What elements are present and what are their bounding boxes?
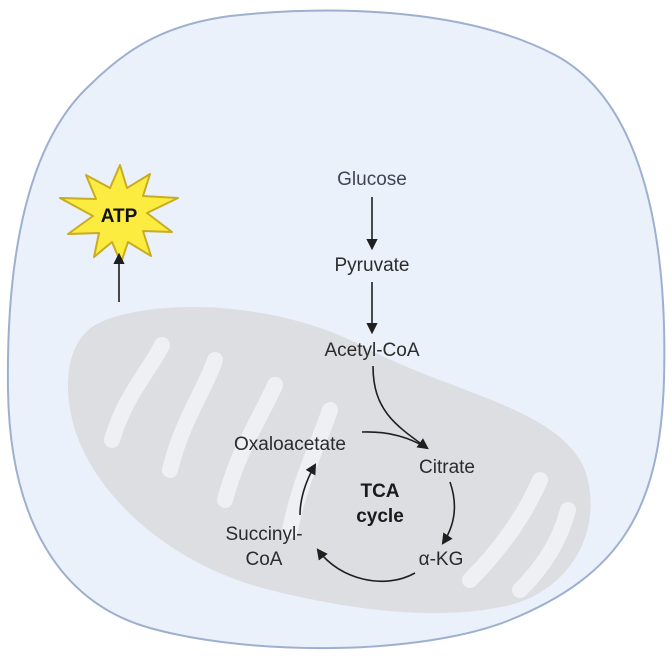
succinyl-coa-label-line2: CoA <box>246 549 283 570</box>
pyruvate-label: Pyruvate <box>335 255 410 276</box>
oxaloacetate-label: Oxaloacetate <box>234 434 346 455</box>
succinylcoa-to-oxaloacetate-arrow <box>299 463 317 516</box>
citrate-to-akg-arrow <box>441 481 456 545</box>
arrows <box>113 197 456 582</box>
akg-to-succinylcoa-arrow <box>316 548 416 582</box>
succinyl-coa-label-line1: Succinyl- <box>225 524 302 545</box>
oxaloacetate-to-citrate-arrow <box>361 431 428 449</box>
tca-cycle-label-line2: cycle <box>356 506 404 527</box>
atp-label: ATP <box>101 206 138 227</box>
acetylcoa-to-citrate-arrow <box>372 365 429 450</box>
acetyl-coa-label: Acetyl-CoA <box>324 340 419 361</box>
glucose-label: Glucose <box>337 169 407 190</box>
alpha-kg-label: α-KG <box>419 549 464 570</box>
tca-cycle-label-line1: TCA <box>360 481 399 502</box>
citrate-label: Citrate <box>419 457 475 478</box>
